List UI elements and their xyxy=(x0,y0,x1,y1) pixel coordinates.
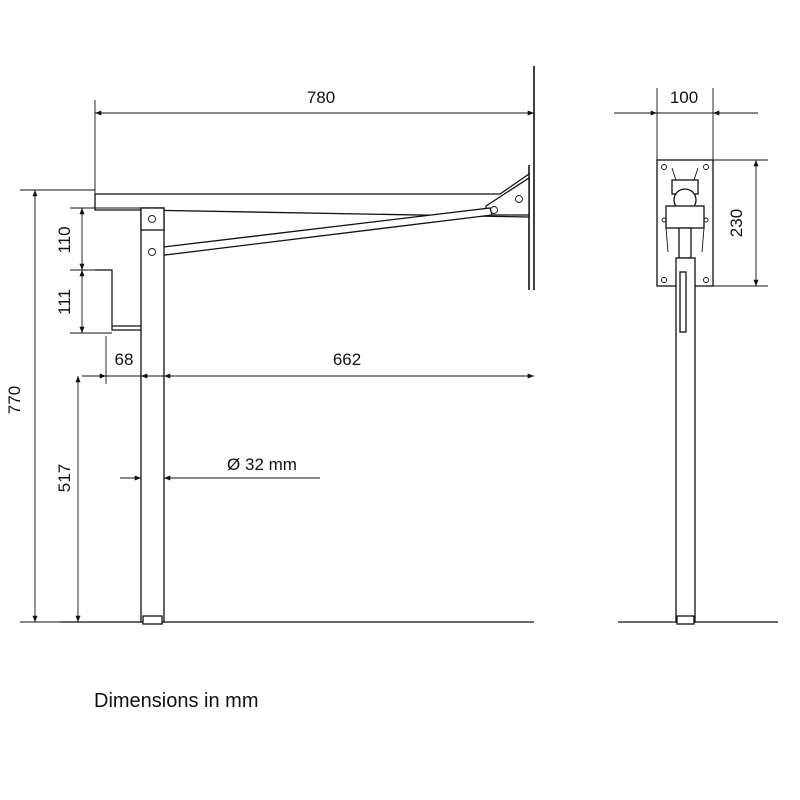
leg-post xyxy=(140,207,165,623)
dim-100: 100 xyxy=(670,88,698,107)
dim-770: 770 xyxy=(5,386,24,414)
dim-230: 230 xyxy=(727,209,746,237)
post-cap xyxy=(140,207,165,231)
bracket-hole xyxy=(515,195,523,203)
dim-517: 517 xyxy=(55,464,74,492)
dim-111: 111 xyxy=(55,289,74,315)
diagonal-brace xyxy=(154,207,493,257)
dim-662: 662 xyxy=(333,350,361,369)
post-slot xyxy=(679,271,687,333)
side-view: 780 662 68 770 110 111 517 Ø 32 mm xyxy=(5,66,535,625)
dim-780: 780 xyxy=(307,88,335,107)
support-bracket xyxy=(95,269,141,331)
dim-68: 68 xyxy=(115,350,134,369)
post-foot xyxy=(142,615,163,625)
front-view: 100 230 xyxy=(614,88,778,625)
dim-diameter: Ø 32 mm xyxy=(227,455,297,474)
hinge-assembly xyxy=(665,167,705,259)
dim-110: 110 xyxy=(55,226,74,253)
units-caption: Dimensions in mm xyxy=(94,690,259,712)
